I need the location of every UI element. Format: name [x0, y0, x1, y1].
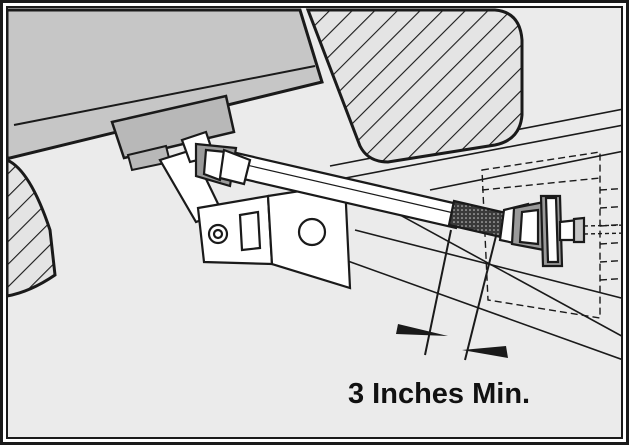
left-tire	[7, 158, 57, 298]
implement-u-joint	[498, 194, 586, 268]
dimension-caption: 3 Inches Min.	[348, 378, 530, 410]
tractor-u-joint	[180, 130, 252, 188]
right-tire	[305, 8, 524, 164]
tractor-mount	[110, 94, 236, 160]
dimension-arrow-left	[396, 324, 448, 336]
implement-hitch	[196, 182, 352, 290]
dimension-arrow-right	[462, 346, 508, 358]
shaft-centerline	[583, 224, 622, 235]
